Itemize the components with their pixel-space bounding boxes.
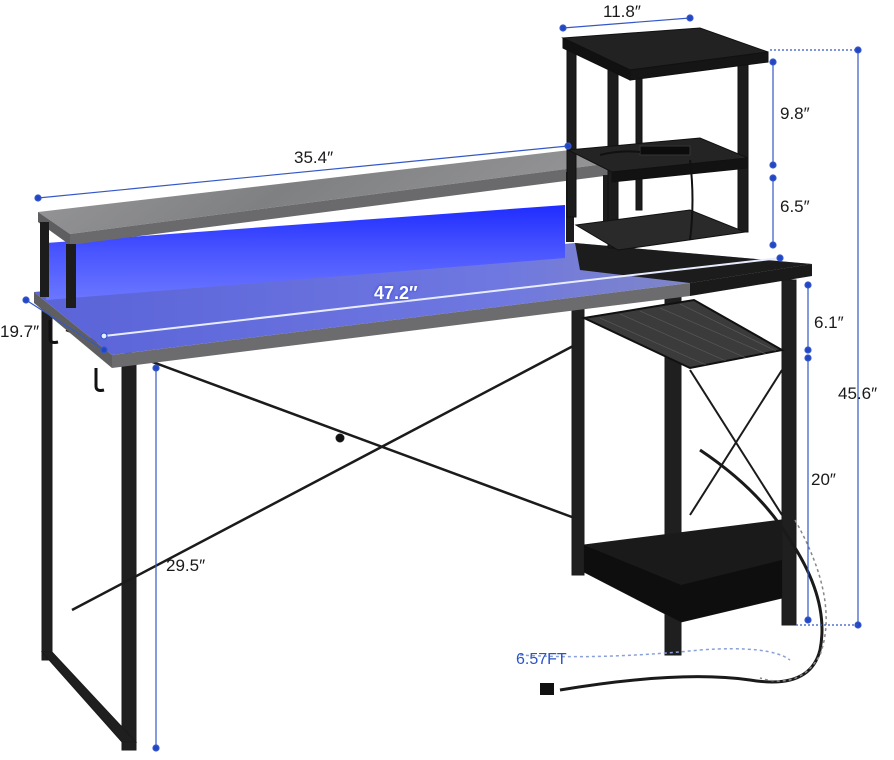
desk-depth-label: 19.7″ bbox=[0, 322, 40, 341]
power-cord bbox=[519, 448, 827, 695]
hutch-width-label: 11.8″ bbox=[603, 2, 641, 21]
monitor-stand-length-label: 35.4″ bbox=[294, 148, 334, 167]
headphone-hooks bbox=[48, 320, 105, 392]
hutch-lower-height-label: 6.5″ bbox=[780, 197, 810, 216]
cord-length-label: 6.57FT bbox=[516, 651, 567, 668]
monitor-stand bbox=[38, 150, 612, 308]
hutch-upper-height-label: 9.8″ bbox=[780, 104, 810, 123]
hutch-tower bbox=[561, 27, 769, 251]
desk-frame bbox=[40, 279, 797, 751]
total-height-label: 45.6″ bbox=[838, 384, 878, 403]
shelf-gap-label: 6.1″ bbox=[814, 313, 844, 332]
desk-length-label: 47.2″ bbox=[374, 283, 418, 303]
side-shelf-height-label: 20″ bbox=[811, 470, 836, 489]
desk-height-label: 29.5″ bbox=[166, 556, 206, 575]
mesh-shelf-pattern bbox=[599, 303, 777, 366]
dimension-lines bbox=[22, 14, 862, 752]
